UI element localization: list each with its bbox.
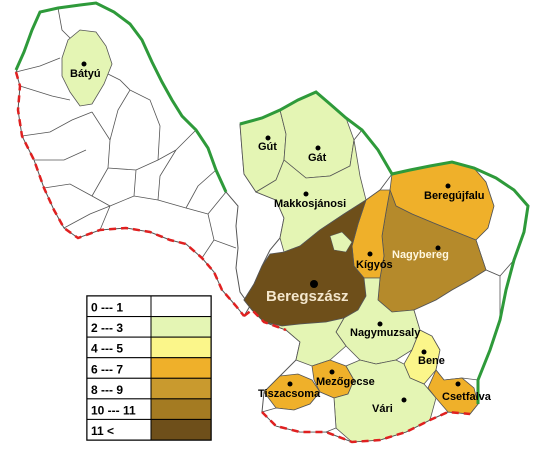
town-dot-gut[interactable]	[265, 135, 271, 141]
green-border-east	[239, 90, 530, 404]
legend-label: 8 --- 9	[91, 383, 123, 397]
region-csetfalva	[427, 369, 479, 415]
town-dot-nagybereg[interactable]	[435, 245, 441, 251]
eastern-region	[239, 90, 530, 444]
legend-swatch	[150, 418, 212, 441]
town-dot-bene[interactable]	[421, 349, 427, 355]
green-border-west	[14, 1, 228, 193]
town-dot-tiszacsoma[interactable]	[287, 381, 293, 387]
western-region	[14, 1, 251, 317]
town-markers: Bátyú Gút Gát Makkosjánosi Beregújfalu N…	[70, 61, 492, 415]
town-label-gat: Gát	[308, 152, 327, 164]
town-dot-kigyos[interactable]	[367, 251, 373, 257]
town-dot-csetfalva[interactable]	[455, 381, 461, 387]
legend-swatch	[150, 377, 212, 400]
legend-label: 6 --- 7	[91, 362, 123, 376]
town-label-kigyos: Kígyós	[356, 259, 393, 271]
town-label-makkosjanosi: Makkosjánosi	[274, 198, 346, 210]
state-border-south	[243, 308, 471, 444]
town-label-bene: Bene	[418, 355, 445, 367]
region-southwest-green	[263, 317, 347, 367]
town-label-csetfalva: Csetfalva	[442, 391, 492, 403]
town-label-beregszasz: Beregszász	[266, 288, 349, 305]
legend-swatch	[150, 336, 212, 359]
legend-label: 10 --- 11	[91, 403, 136, 417]
region-enclave	[329, 231, 353, 253]
town-dot-makkosjanosi[interactable]	[303, 191, 309, 197]
legend-label: 11 <	[91, 424, 114, 438]
legend-label: 0 --- 1	[91, 301, 123, 315]
western-region-outline	[15, 2, 251, 317]
town-dot-gat[interactable]	[315, 145, 321, 151]
legend-label: 4 --- 5	[91, 342, 123, 356]
legend-swatch	[150, 316, 212, 338]
town-dot-beregujfalu[interactable]	[445, 183, 451, 189]
town-label-beregujfalu: Beregújfalu	[424, 190, 485, 202]
town-label-nagybereg: Nagybereg	[392, 249, 449, 261]
region-vari	[333, 359, 437, 443]
town-label-vari: Vári	[372, 403, 393, 415]
town-label-tiszacsoma: Tiszacsoma	[258, 388, 321, 400]
legend-swatch	[150, 398, 212, 420]
town-label-batyu: Bátyú	[70, 68, 101, 80]
state-border-west	[14, 71, 245, 317]
legend-swatch	[150, 357, 212, 379]
town-dot-nagymuzsaly[interactable]	[377, 321, 383, 327]
town-label-mezogecse: Mezőgecse	[316, 376, 375, 388]
legend: 0 --- 1 2 --- 3 4 --- 5 6 --- 7 8 --- 9 10 --…	[86, 295, 212, 441]
western-internal-boundaries	[15, 7, 237, 259]
legend-swatch	[150, 295, 212, 318]
legend-rows: 0 --- 1 2 --- 3 4 --- 5 6 --- 7 8 --- 9 10 --…	[86, 295, 212, 441]
town-label-nagymuzsaly: Nagymuzsaly	[350, 327, 421, 339]
town-dot-mezogecse[interactable]	[329, 369, 335, 375]
town-label-gut: Gút	[258, 141, 277, 153]
region-batyu	[61, 29, 113, 107]
town-dot-vari[interactable]	[401, 397, 407, 403]
legend-label: 2 --- 3	[91, 321, 123, 335]
town-dot-beregszasz[interactable]	[310, 280, 318, 288]
town-dot-batyu[interactable]	[81, 61, 87, 67]
